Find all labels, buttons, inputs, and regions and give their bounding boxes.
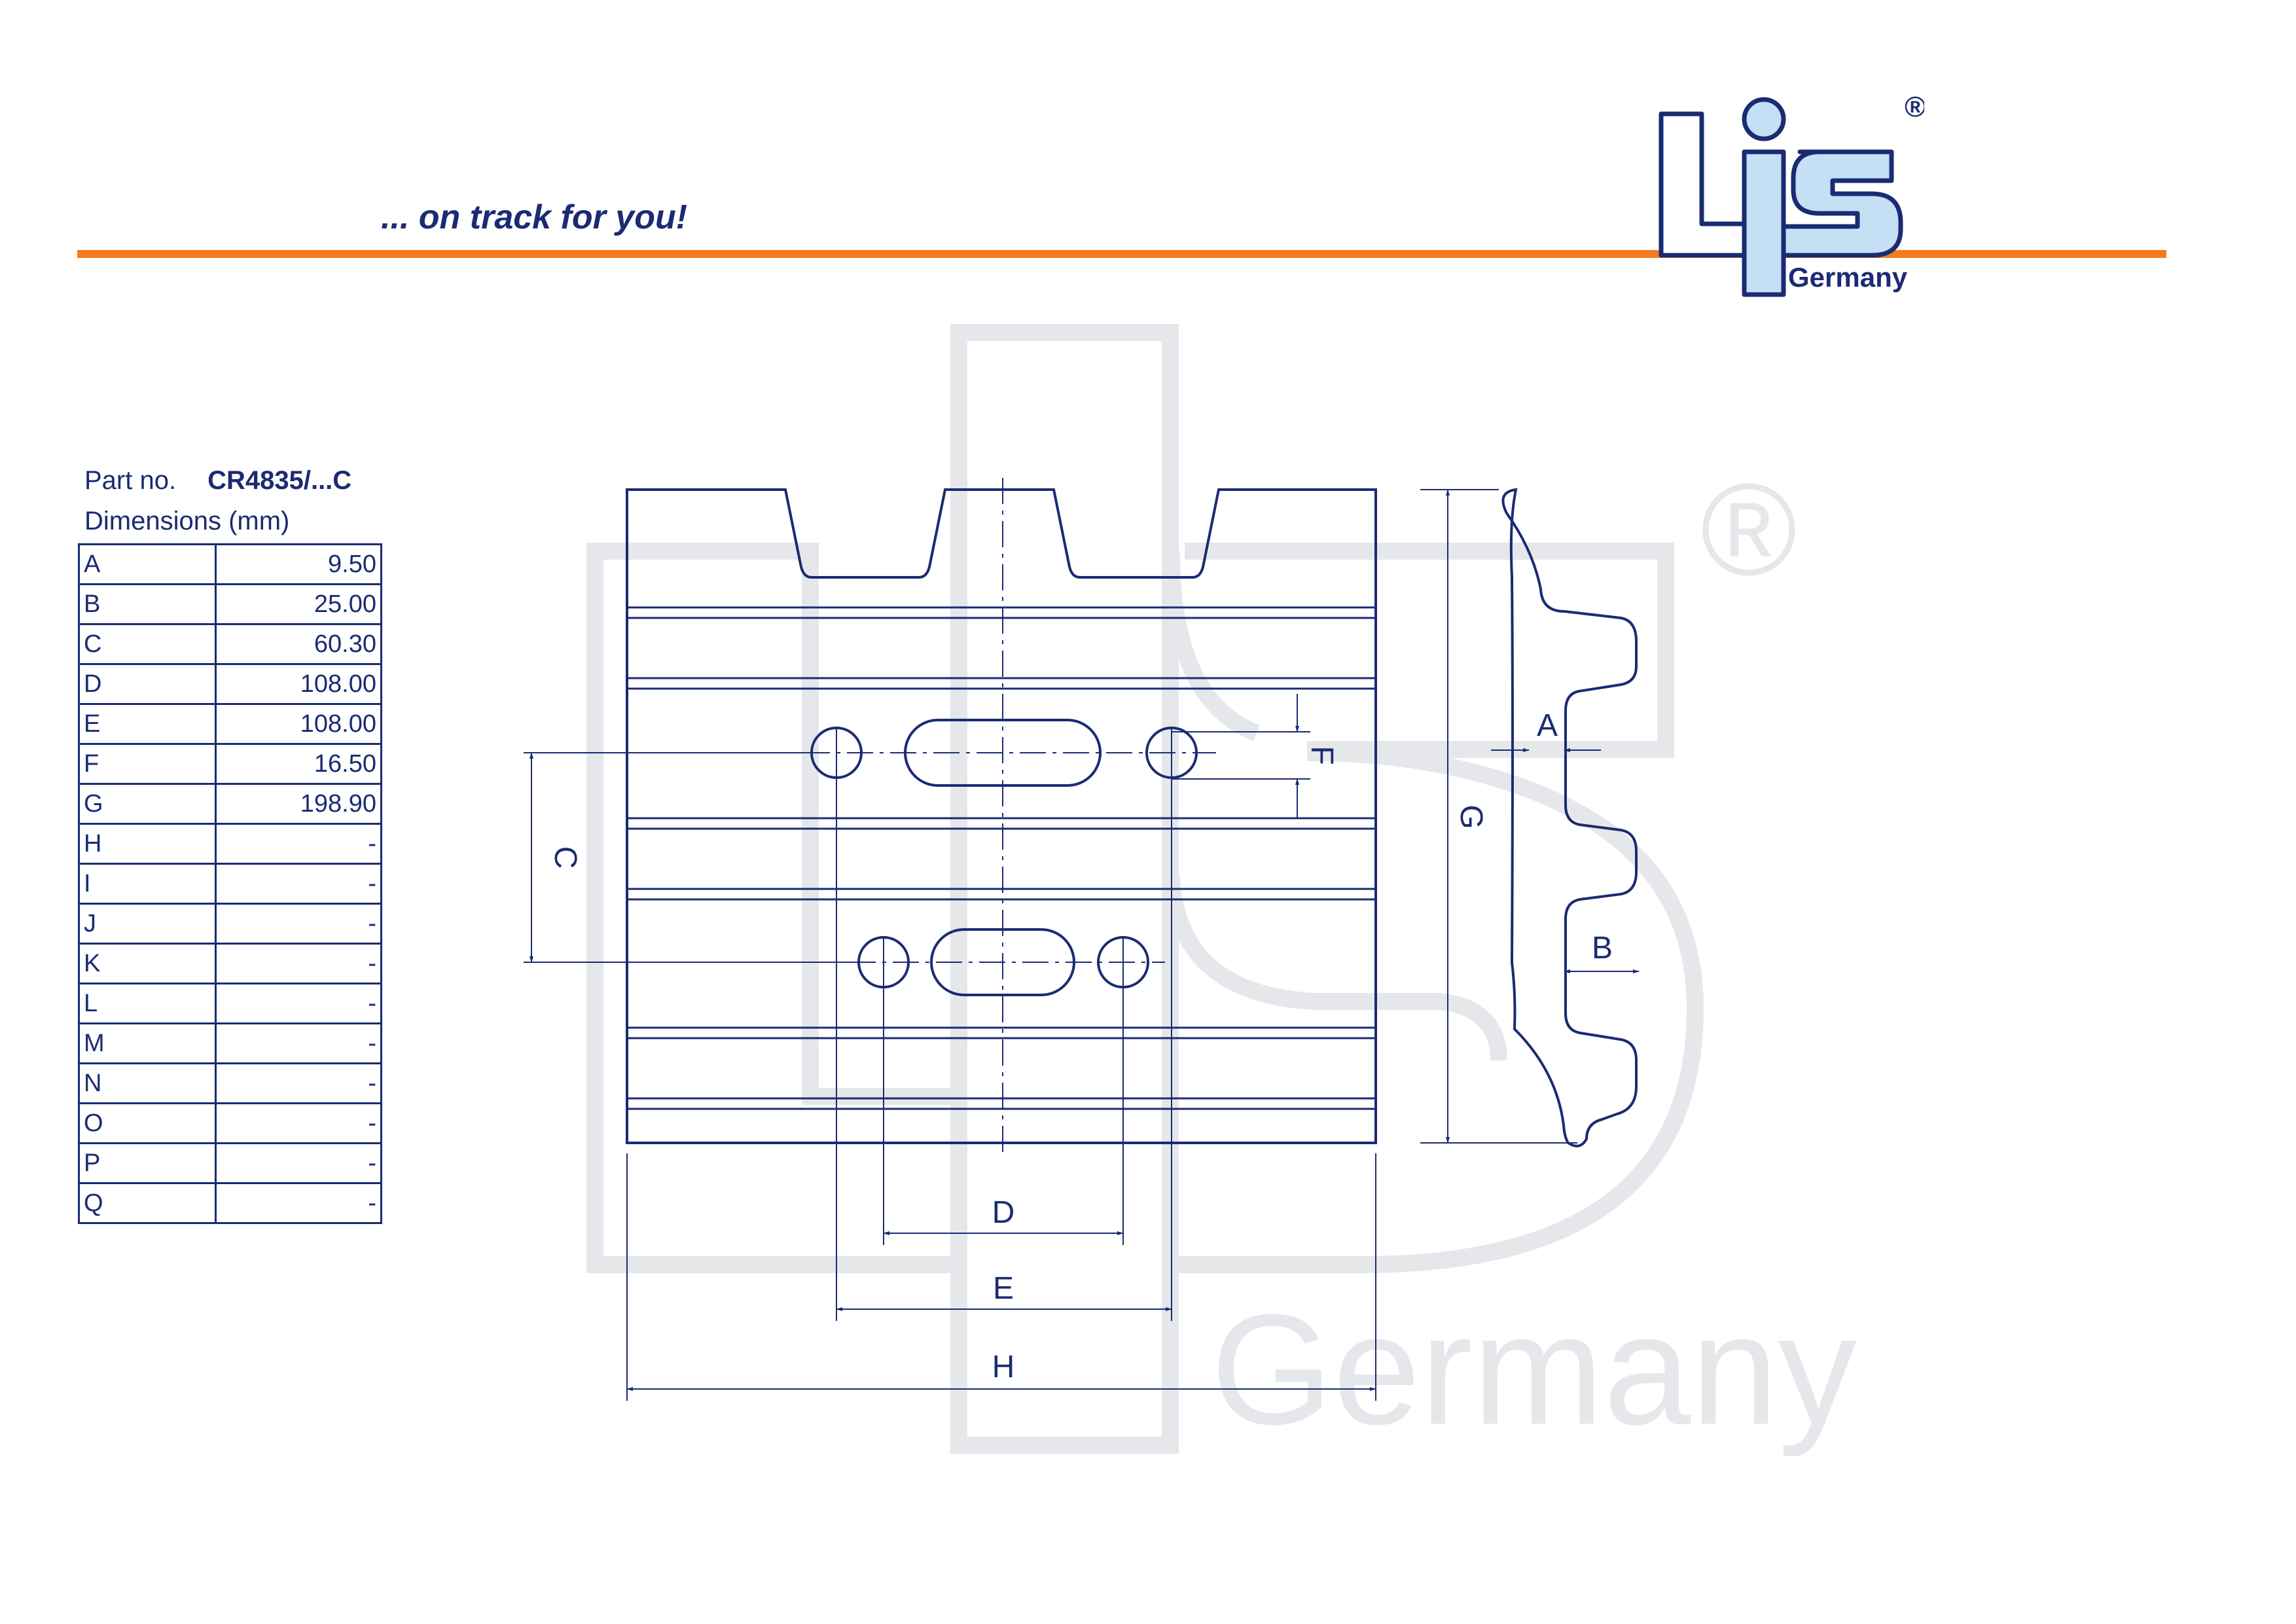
dimension-row: P- [78,1142,382,1184]
watermark-word: Germany [1211,1282,1857,1457]
dimension-value: - [215,1182,382,1224]
dimension-key: A [78,543,217,585]
part-number-label: Part no. [84,466,177,495]
dim-label-f: F [1304,746,1339,765]
dimension-row: M- [78,1022,382,1064]
watermark-registered: ® [1700,457,1797,603]
lis-logo: ® Germany [1659,91,1924,297]
dimension-row: O- [78,1102,382,1144]
dimension-value: - [215,1142,382,1184]
dimension-row: I- [78,863,382,905]
part-number-value: CR4835/...C [207,466,352,495]
dimension-key: H [78,823,217,865]
dimension-key: K [78,943,217,984]
dimension-row: J- [78,903,382,945]
dim-label-e: E [993,1271,1014,1306]
dimension-key: C [78,623,217,665]
dimensions-title: Dimensions (mm) [84,507,290,535]
dimension-value: 60.30 [215,623,382,665]
dim-label-g: G [1454,804,1488,829]
dim-label-c: C [548,846,583,869]
dimension-value: 16.50 [215,743,382,785]
dim-label-b: B [1592,931,1613,965]
logo-registered: ® [1905,91,1924,123]
dimension-key: D [78,663,217,705]
side-profile [1501,488,1638,1147]
dimension-value: - [215,903,382,945]
dimension-value: - [215,943,382,984]
dimension-key: L [78,983,217,1024]
dimension-key: N [78,1062,217,1104]
dimension-value: 9.50 [215,543,382,585]
dimension-key: I [78,863,217,905]
dimension-row: L- [78,983,382,1024]
dimension-value: 108.00 [215,663,382,705]
dimension-value: - [215,823,382,865]
dim-label-h: H [992,1350,1015,1384]
dimension-row: Q- [78,1182,382,1224]
dimension-value: 25.00 [215,583,382,625]
dimension-row: K- [78,943,382,984]
dimension-key: Q [78,1182,217,1224]
dimension-value: 198.90 [215,783,382,825]
dimension-value: - [215,863,382,905]
dimension-key: P [78,1142,217,1184]
dim-label-a: A [1537,708,1558,743]
dimension-key: J [78,903,217,945]
part-number-line: Part no. CR4835/...C [84,466,351,496]
tagline: ... on track for you! [381,198,688,236]
dimension-key: F [78,743,217,785]
header-rule [77,250,2166,258]
dimension-value: - [215,1102,382,1144]
dimension-key: E [78,703,217,745]
logo-sub: Germany [1788,262,1908,293]
dimension-value: 108.00 [215,703,382,745]
dimension-row: H- [78,823,382,865]
dimension-key: M [78,1022,217,1064]
dimension-key: G [78,783,217,825]
dimension-key: B [78,583,217,625]
pad-outline [626,488,1377,1144]
dimension-key: O [78,1102,217,1144]
dimension-value: - [215,1062,382,1104]
dimension-value: - [215,1022,382,1064]
dim-label-d: D [992,1195,1015,1230]
dimension-row: N- [78,1062,382,1104]
dimension-value: - [215,983,382,1024]
